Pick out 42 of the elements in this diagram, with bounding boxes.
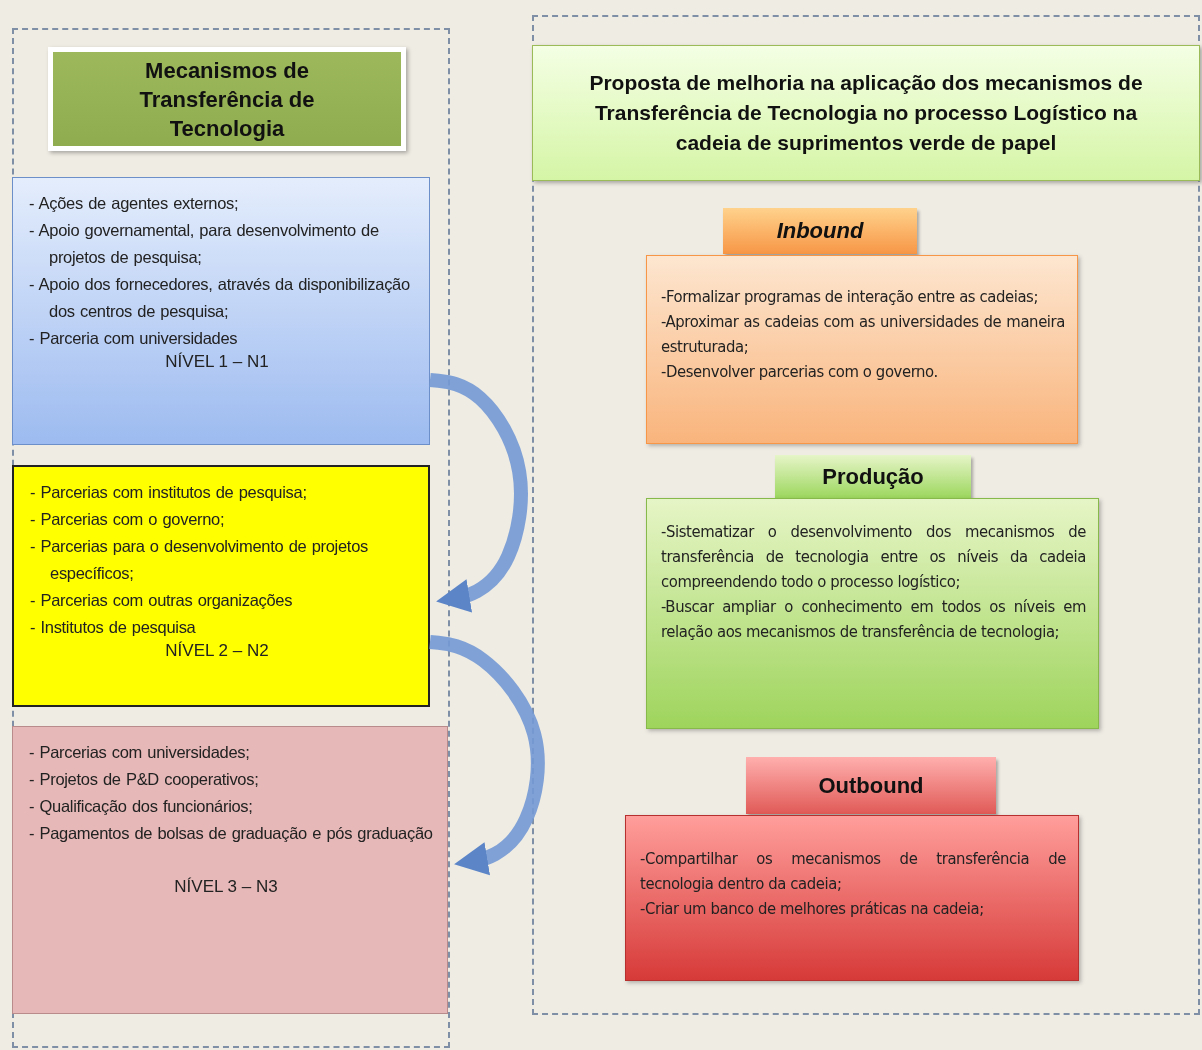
dashed-panel <box>12 28 450 1048</box>
text-paragraph: -Desenvolver parcerias com o governo. <box>661 361 939 383</box>
text-paragraph: -Formalizar programas de interação entre as cadeias; <box>661 286 1040 308</box>
title-box <box>48 47 406 151</box>
content-box <box>625 815 1079 981</box>
heading-text: Mecanismos de Transferência de Tecnologia <box>138 56 316 143</box>
curved-arrow <box>429 373 528 613</box>
list-item: - Pagamentos de bolsas de graduação e pós graduação <box>28 823 434 844</box>
dashed-panel <box>532 15 1200 1015</box>
level-label: NÍVEL 3 – N3 <box>173 877 279 897</box>
section-title: Outbound <box>818 772 924 799</box>
heading-text: Proposta de melhoria na aplicação dos mecanismos de Transferência de Tecnologia no processo Logístico na cadeia de suprimentos verde de papel <box>588 70 1144 156</box>
section-tab <box>723 208 917 254</box>
level-box <box>12 177 430 445</box>
header-box <box>532 45 1200 181</box>
list-item: - Parcerias com outras organizações <box>29 590 294 611</box>
level-label: NÍVEL 2 – N2 <box>164 641 270 661</box>
text-paragraph: -Criar um banco de melhores práticas na cadeia; <box>640 898 985 920</box>
list-item: - Parcerias para o desenvolvimento de projetos específicos; <box>29 536 369 584</box>
list-item: - Ações de agentes externos; <box>28 193 240 214</box>
list-item: - Institutos de pesquisa <box>29 617 197 638</box>
list-item: - Apoio governamental, para desenvolvimento de projetos de pesquisa; <box>28 220 380 268</box>
list-item: - Parcerias com institutos de pesquisa; <box>29 482 308 503</box>
level-label: NÍVEL 1 – N1 <box>164 352 270 372</box>
list-item: - Parcerias com o governo; <box>29 509 226 530</box>
text-paragraph: -Aproximar as cadeias com as universidades de maneira estruturada; <box>661 311 1065 358</box>
section-title: Produção <box>822 464 924 490</box>
content-box <box>646 498 1099 729</box>
content-box <box>646 255 1078 444</box>
section-title: Inbound <box>776 218 864 244</box>
level-box <box>12 465 430 707</box>
list-item: - Parceria com universidades <box>28 328 239 349</box>
level-box <box>12 726 448 1014</box>
list-item: - Qualificação dos funcionários; <box>28 796 254 817</box>
list-item: - Apoio dos fornecedores, através da disponibilização dos centros de pesquisa; <box>28 274 411 322</box>
list-item: - Parcerias com universidades; <box>28 742 251 763</box>
text-paragraph: -Buscar ampliar o conhecimento em todos os níveis em relação aos mecanismos de transferência de tecnologia; <box>661 596 1086 643</box>
text-paragraph: -Sistematizar o desenvolvimento dos mecanismos de transferência de tecnologia entre os níveis da cadeia compreendendo todo o processo logístico; <box>661 521 1086 593</box>
list-item: - Projetos de P&D cooperativos; <box>28 769 260 790</box>
section-tab <box>746 757 996 814</box>
text-paragraph: -Compartilhar os mecanismos de transferência de tecnologia dentro da cadeia; <box>640 848 1066 895</box>
section-tab <box>775 455 971 499</box>
